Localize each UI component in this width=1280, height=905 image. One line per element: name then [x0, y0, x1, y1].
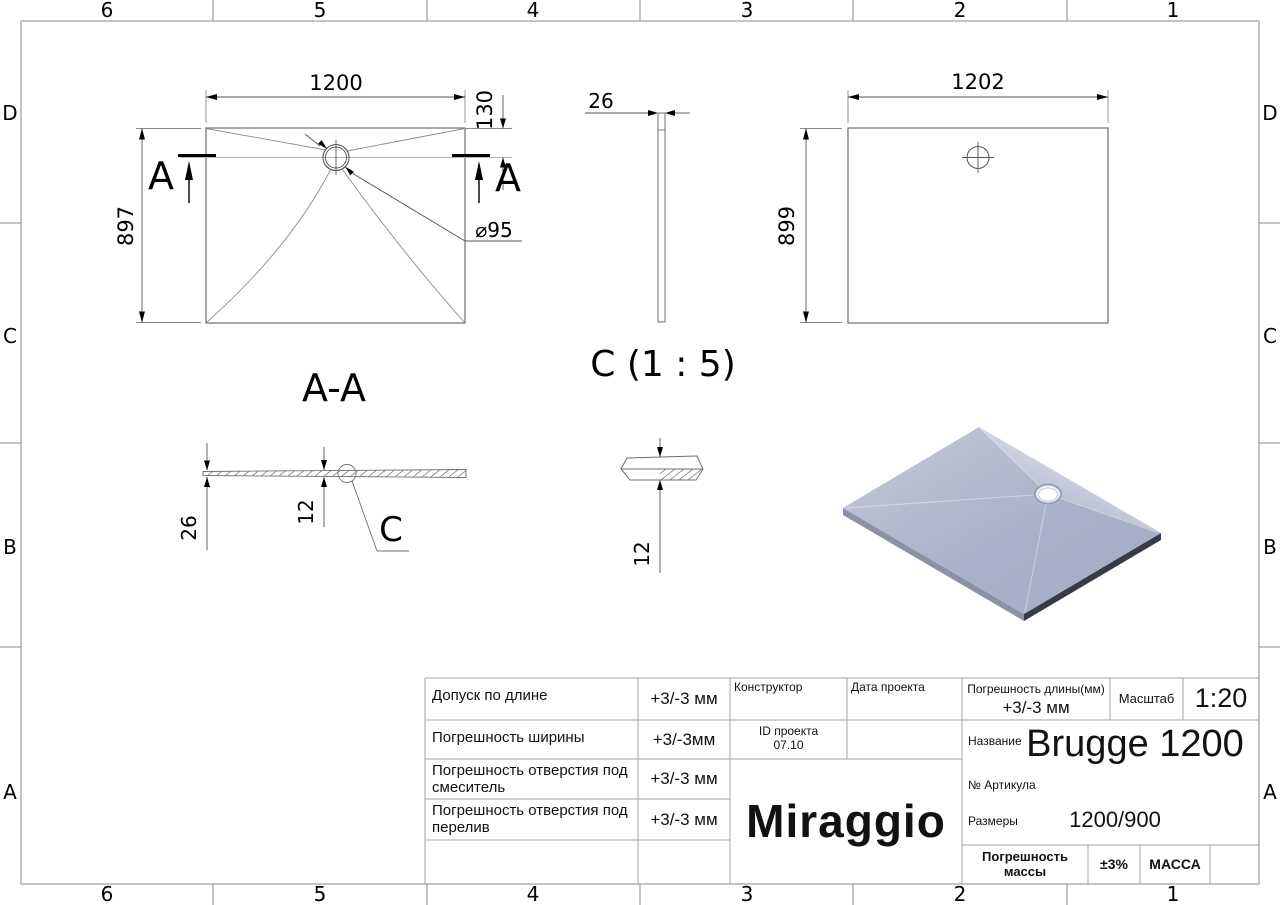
grid-row-right: A: [1263, 780, 1277, 804]
grid-col-top: 2: [954, 0, 967, 22]
detail-c-linework: [620, 438, 704, 573]
grid-col-bottom: 1: [1167, 882, 1180, 905]
brand-logo: Miraggio: [746, 795, 946, 848]
tolerance-row-value: +3/-3 мм: [650, 809, 718, 829]
project-date-label: Дата проекта: [851, 680, 925, 694]
tolerance-row-label: Погрешность ширины: [432, 729, 585, 746]
grid-row-right: D: [1262, 101, 1277, 125]
dim-thickness: 26: [588, 89, 613, 113]
mass-tolerance-label: Погрешность массы: [982, 848, 1068, 879]
grid-row-right: B: [1263, 535, 1277, 559]
mass-label: МАССА: [1149, 856, 1201, 873]
section-aa-linework: [202, 443, 467, 552]
tolerance-row-value: +3/-3 мм: [650, 689, 718, 709]
dimensions-label: Размеры: [968, 814, 1018, 828]
grid-col-bottom: 5: [314, 882, 327, 905]
dim-width: 1200: [309, 71, 362, 95]
tolerance-row-label: Допуск по длине: [432, 687, 548, 704]
grid-row-left: A: [3, 780, 17, 804]
length-tolerance-label: Погрешность длины(мм): [967, 682, 1105, 697]
grid-row-left: C: [3, 324, 17, 348]
name-label: Название: [968, 734, 1022, 748]
dim-drain-offset: 130: [473, 90, 497, 130]
mass-tolerance-value: ±3%: [1100, 856, 1128, 873]
tolerance-row-value: +3/-3мм: [652, 729, 716, 749]
dim-drain-diameter: ⌀95: [475, 218, 513, 242]
detail-marker-c: C: [379, 510, 403, 550]
section-marker-a-right: A: [495, 156, 521, 200]
grid-row-left: B: [3, 535, 17, 559]
dimensions-value: 1200/900: [1069, 807, 1161, 833]
tolerance-row-value: +3/-3 мм: [650, 769, 718, 789]
section-view-title: A-A: [302, 366, 366, 410]
tolerance-row-label: Погрешность отверстия под смеситель: [432, 762, 628, 796]
side-view-linework: [585, 110, 690, 323]
dim-outer-width: 1202: [951, 70, 1004, 94]
length-tolerance-value: +3/-3 мм: [1002, 698, 1070, 718]
section-marker-a-left: A: [148, 154, 174, 198]
project-id-value: 07.10: [773, 738, 804, 753]
grid-row-left: D: [2, 101, 17, 125]
side-view-text: 26 C (1 : 5): [588, 89, 735, 385]
grid-col-top: 1: [1167, 0, 1180, 22]
grid-col-bottom: 4: [527, 882, 540, 905]
dim-height: 897: [114, 206, 138, 246]
grid-col-top: 3: [741, 0, 754, 22]
dim-detail-height: 12: [630, 541, 654, 566]
dim-outer-height: 899: [775, 206, 799, 246]
plan-view-dimension-text: 1200 897 130 ⌀95 A A: [114, 71, 521, 246]
constructor-label: Конструктор: [734, 680, 803, 694]
title-block-grid: [424, 677, 1259, 884]
grid-col-top: 5: [314, 0, 327, 22]
tolerance-row-label: Погрешность отверстия под перелив: [432, 802, 628, 836]
grid-row-right: C: [1263, 324, 1277, 348]
scale-value: 1:20: [1194, 683, 1248, 714]
dim-section-inner: 12: [294, 499, 318, 524]
dim-section-thickness: 26: [177, 515, 201, 540]
tray-3d-render: [843, 427, 1161, 621]
outer-plan-text: 1202 899: [775, 70, 1005, 246]
name-value: Brugge 1200: [1026, 723, 1244, 766]
scale-label: Масштаб: [1118, 690, 1175, 706]
outer-plan-linework: [800, 90, 1109, 324]
article-label: № Артикула: [968, 778, 1036, 792]
grid-col-bottom: 3: [741, 882, 754, 905]
grid-col-top: 6: [101, 0, 114, 22]
grid-col-bottom: 2: [954, 882, 967, 905]
project-id-label: ID проекта: [758, 724, 819, 739]
grid-col-bottom: 6: [101, 882, 114, 905]
detail-view-title: C (1 : 5): [590, 344, 736, 385]
section-aa-text: A-A 26 12 C: [177, 366, 403, 550]
plan-view-linework: [136, 90, 522, 324]
grid-col-top: 4: [527, 0, 540, 22]
